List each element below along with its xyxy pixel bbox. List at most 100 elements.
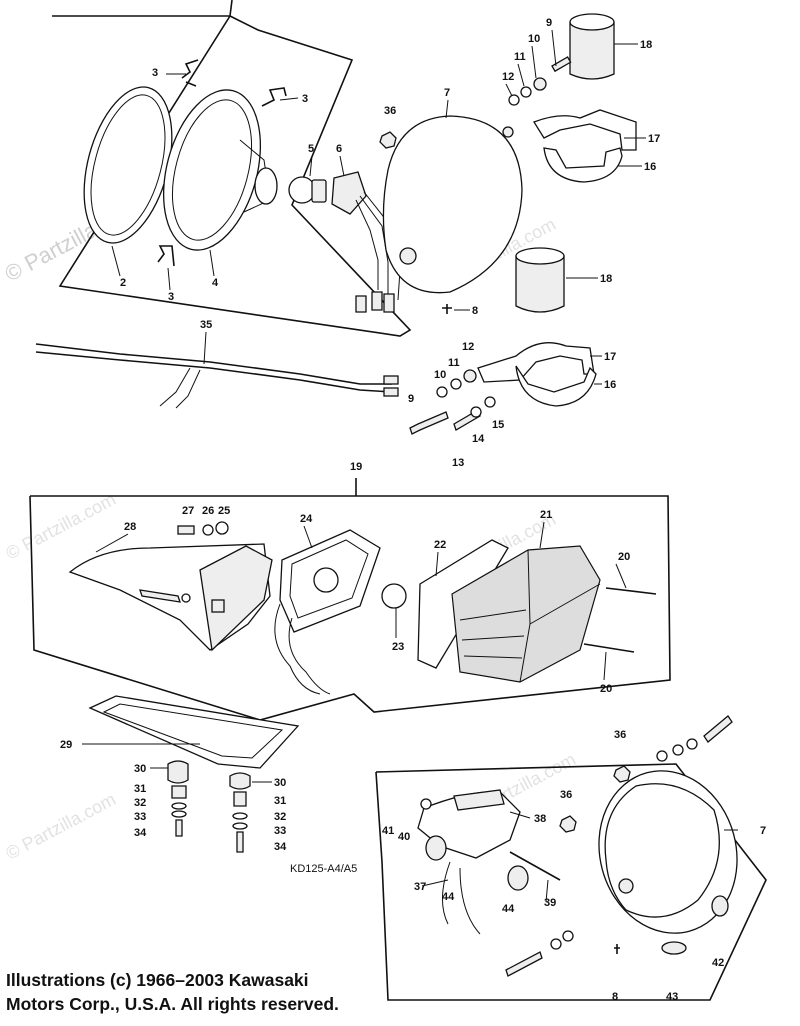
callout-number: 10 [528, 33, 540, 45]
watermarks: © Partzilla.com © Partzilla.com © Partzi… [1, 195, 579, 864]
callout-number: 3 [168, 291, 174, 303]
callout-number: 8 [472, 305, 478, 317]
headlight-housing [382, 115, 523, 294]
callout-number: 17 [604, 351, 616, 363]
callout-number: 10 [434, 369, 446, 381]
copyright-line-1: Illustrations (c) 1966–2003 Kawasaki [6, 970, 309, 990]
callout-number: 8 [612, 991, 618, 1003]
callout-number: 34 [134, 827, 147, 839]
nut [613, 765, 631, 783]
bolt-washer-stack [508, 56, 572, 106]
callout-number: 36 [560, 789, 572, 801]
bushing [507, 865, 529, 891]
callout-number: 22 [434, 539, 446, 551]
callout-number: 44 [442, 891, 455, 903]
callout-number: 26 [202, 505, 214, 517]
lens-screw [583, 643, 635, 653]
license-plate-bracket [88, 695, 300, 769]
nut [420, 798, 432, 810]
headlight-reflector [162, 89, 278, 251]
callout-number: 7 [760, 825, 766, 837]
callout-number: 13 [452, 457, 464, 469]
rubber-cushion [569, 13, 615, 80]
leader-lines [82, 29, 738, 903]
callout-number: 12 [462, 341, 474, 353]
wiring-harness [35, 343, 399, 409]
callout-number: 33 [134, 811, 146, 823]
callout-number: 23 [392, 641, 404, 653]
retaining-clip [181, 59, 199, 87]
callout-number: 21 [540, 509, 552, 521]
rubber-cushion [515, 247, 565, 313]
callout-number: 41 [382, 825, 394, 837]
alt-wiring [441, 861, 481, 935]
lens-screw [605, 587, 657, 595]
mount-hardware-left [167, 760, 189, 837]
callout-number: 16 [644, 161, 656, 173]
callout-number: 36 [614, 729, 626, 741]
callout-number: 44 [502, 903, 515, 915]
callout-number: 14 [472, 433, 485, 445]
model-code: KD125-A4/A5 [290, 863, 357, 875]
callout-number: 27 [182, 505, 194, 517]
copyright-notice: Illustrations (c) 1966–2003 Kawasaki Mot… [6, 968, 426, 1016]
callout-number: 42 [712, 957, 724, 969]
callout-number: 6 [336, 143, 342, 155]
callout-number: 18 [600, 273, 612, 285]
callout-number: 30 [274, 777, 286, 789]
callout-number: 3 [152, 67, 158, 79]
callout-number: 17 [648, 133, 660, 145]
grommet [661, 941, 687, 955]
callout-number: 39 [544, 897, 556, 909]
callout-number: 38 [534, 813, 546, 825]
callout-number: 7 [444, 87, 450, 99]
retaining-clip [157, 245, 175, 267]
callout-number: 35 [200, 319, 212, 331]
callout-number: 11 [514, 51, 526, 63]
callout-number: 12 [502, 71, 514, 83]
bulb-socket [331, 171, 401, 313]
callout-number: 31 [134, 783, 146, 795]
callout-number: 31 [274, 795, 286, 807]
callouts: 2 3 3 3 4 5 6 7 7 8 8 9 9 10 10 11 11 12… [60, 17, 766, 1003]
alt-headlight-group [375, 715, 767, 1001]
mount-hardware-right [229, 772, 251, 853]
headlight-bulb [288, 176, 327, 204]
headlight-bracket-lower [477, 342, 597, 407]
callout-number: 43 [666, 991, 678, 1003]
bracket-hardware [409, 369, 496, 435]
taillight-group-outline [29, 478, 671, 721]
long-bolt [509, 851, 561, 881]
callout-number: 37 [414, 881, 426, 893]
watermark-text: © Partzilla.com [2, 489, 118, 564]
callout-number: 29 [60, 739, 72, 751]
callout-number: 24 [300, 513, 313, 525]
callout-number: 19 [350, 461, 362, 473]
callout-number: 32 [134, 797, 146, 809]
headlight-group-outline [52, 0, 412, 337]
nut [559, 815, 577, 833]
callout-number: 20 [600, 683, 612, 695]
watermark-text: © Partzilla.com [2, 789, 118, 864]
callout-number: 9 [408, 393, 414, 405]
callout-number: 34 [274, 841, 287, 853]
callout-number: 3 [302, 93, 308, 105]
taillight-group [29, 478, 671, 721]
nut [379, 131, 397, 149]
callout-number: 11 [448, 357, 460, 369]
callout-number: 4 [212, 277, 219, 289]
bushing [425, 835, 447, 861]
callout-number: 36 [384, 105, 396, 117]
callout-number: 2 [120, 277, 126, 289]
taillight-bulb [381, 583, 407, 609]
alt-headlight-housing [598, 770, 738, 934]
callout-number: 5 [308, 143, 314, 155]
screw [614, 944, 620, 954]
callout-number: 40 [398, 831, 410, 843]
callout-number: 30 [134, 763, 146, 775]
callout-number: 33 [274, 825, 286, 837]
alt-headlight-outline [375, 763, 767, 1001]
grommet [711, 895, 729, 917]
taillight-lens [451, 545, 601, 683]
